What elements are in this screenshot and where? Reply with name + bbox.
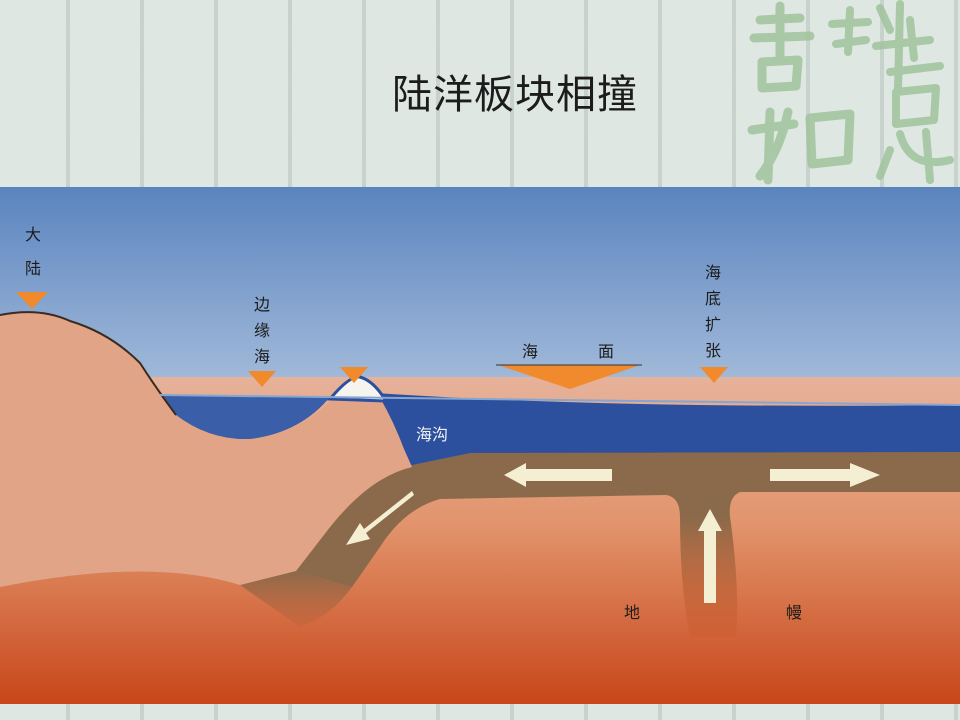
label-marginal-sea: 边 缘 海 xyxy=(253,295,270,366)
sea-level-marker-icon xyxy=(498,365,640,389)
label-mantle-right: 幔 xyxy=(786,603,803,622)
flow-arrow-icon xyxy=(346,491,414,545)
oceanic-plate xyxy=(296,452,960,587)
marginal-sea xyxy=(162,395,330,440)
continent xyxy=(0,312,412,587)
coastline xyxy=(0,311,177,416)
island-arc xyxy=(326,375,389,403)
sea-level-marker-icon xyxy=(340,367,368,383)
slide-title: 陆洋板块相撞 xyxy=(392,72,638,118)
sea-level-marker-icon xyxy=(16,292,48,309)
sea-level-marker-icon xyxy=(248,371,276,387)
label-trench: 海沟 xyxy=(416,425,449,444)
plate-collision-diagram xyxy=(0,187,960,704)
flow-arrow-icon xyxy=(698,509,722,603)
calligraphy-seal-icon xyxy=(747,0,954,185)
sea-level-marker-icon xyxy=(700,367,728,383)
ocean xyxy=(360,392,960,467)
label-sea-surface-left: 海 xyxy=(522,342,539,361)
label-mantle-left: 地 xyxy=(624,603,641,622)
flow-arrow-icon xyxy=(770,463,880,487)
label-sea-surface-right: 面 xyxy=(598,342,615,361)
label-continent: 大 陆 xyxy=(24,225,41,278)
flow-arrow-icon xyxy=(504,463,612,487)
label-seafloor-spreading: 海 底 扩 张 xyxy=(704,263,721,360)
sea-surface-line xyxy=(159,394,960,406)
slab-tail xyxy=(240,571,352,627)
